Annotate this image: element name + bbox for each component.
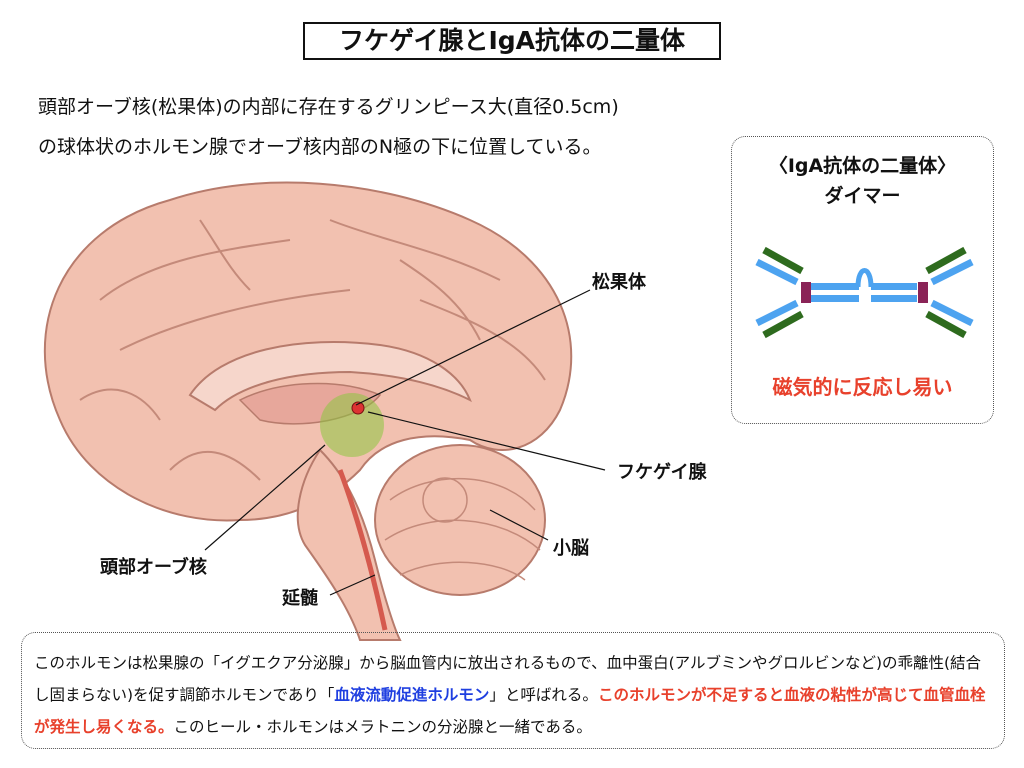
label-cerebellum: 小脳 [553, 538, 589, 559]
description-box: このホルモンは松果腺の「イグエクア分泌腺」から脳血管内に放出されるもので、血中蛋… [21, 632, 1005, 749]
label-fukegei: フケゲイ腺 [617, 462, 707, 483]
slide-title: フケゲイ腺とIgA抗体の二量体 [303, 22, 721, 60]
iga-dimer-diagram [755, 246, 974, 339]
left-arms [755, 246, 804, 339]
callout-note: 磁気的に反応し易い [772, 375, 953, 399]
desc-text-1: このホルモンは松果腺の「イグエクア分泌腺」から脳血管内に放出されるもので、血中蛋… [34, 654, 982, 704]
label-pineal: 松果体 [592, 272, 646, 293]
orb-nucleus-highlight [320, 393, 384, 457]
iga-dimer-callout: 〈IgA抗体の二量体〉 ダイマー 磁気的に反応し易い [731, 136, 994, 424]
label-orb-nucleus: 頭部オーブ核 [100, 557, 207, 578]
callout-subheading: ダイマー [824, 185, 901, 207]
label-medulla: 延髄 [282, 588, 318, 609]
right-arms [925, 246, 974, 339]
desc-highlight-blue: 血液流動促進ホルモン [334, 686, 490, 704]
callout-heading: 〈IgA抗体の二量体〉 [768, 155, 957, 177]
corpus-callosum [188, 341, 472, 412]
desc-text-3: このヒール・ホルモンはメラトニンの分泌腺と一緒である。 [173, 718, 592, 736]
hinges [801, 282, 928, 303]
intro-line-2: の球体状のホルモン腺でオーブ核内部のN極の下に位置している。 [38, 136, 602, 158]
desc-text-2: 」と呼ばれる。 [489, 686, 598, 704]
desc-highlight-red: このホルモンが不足すると血液の粘性が高じて血管血栓が発生し易くなる。 [34, 686, 986, 736]
heavy-chains [811, 268, 917, 302]
intro-line-1: 頭部オーブ核(松果体)の内部に存在するグリンピース大(直径0.5cm) [38, 96, 619, 118]
